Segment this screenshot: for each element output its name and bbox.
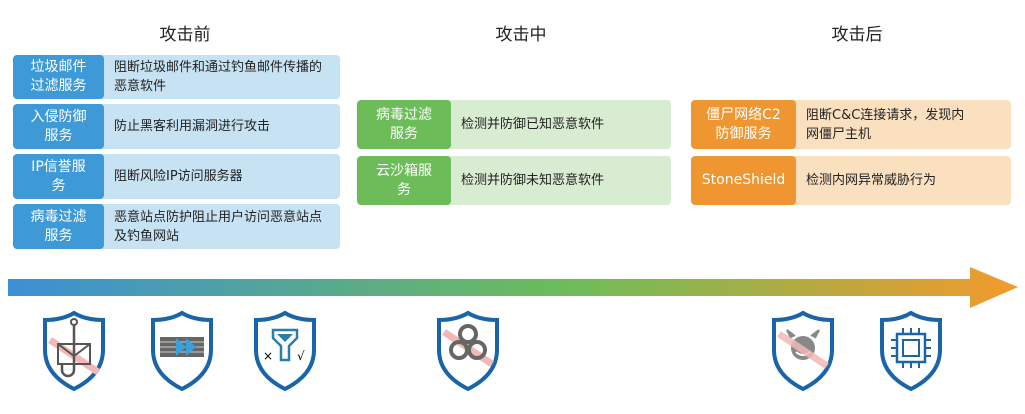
service-row: IP信誉服务阻断风险IP访问服务器 bbox=[13, 154, 340, 199]
service-row: 云沙箱服务检测并防御未知恶意软件 bbox=[357, 156, 671, 205]
service-label: 入侵防御服务 bbox=[13, 104, 104, 149]
service-desc: 阻断风险IP访问服务器 bbox=[114, 169, 243, 184]
service-row: 病毒过滤服务恶意站点防护阻止用户访问恶意站点及钓鱼网站 bbox=[13, 204, 340, 249]
filter-x-mark: × bbox=[263, 349, 273, 363]
service-label: 垃圾邮件过滤服务 bbox=[13, 55, 104, 99]
service-label: 云沙箱服务 bbox=[357, 156, 451, 205]
service-desc: 阻断垃圾邮件和通过钓鱼邮件传播的恶意软件 bbox=[114, 60, 323, 94]
timeline-arrow bbox=[8, 267, 1018, 308]
service-row: StoneShield 检测内网异常威胁行为 bbox=[691, 156, 1011, 205]
service-desc: 恶意站点防护阻止用户访问恶意站点及钓鱼网站 bbox=[114, 209, 323, 244]
service-row: 病毒过滤服务检测并防御已知恶意软件 bbox=[357, 100, 671, 149]
phase-title-during: 攻击中 bbox=[495, 25, 547, 45]
service-row: 僵尸网络C2防御服务阻断C&C连接请求，发现内网僵尸主机 bbox=[691, 100, 1011, 149]
service-label: 病毒过滤服务 bbox=[13, 204, 104, 249]
chip-icon bbox=[880, 310, 942, 392]
filter-check-mark: √ bbox=[297, 349, 305, 363]
service-label: IP信誉服务 bbox=[13, 154, 104, 199]
service-desc: 防止黑客利用漏洞进行攻击 bbox=[114, 119, 271, 134]
anti-bot-icon bbox=[772, 310, 834, 392]
service-desc: 检测并防御未知恶意软件 bbox=[461, 173, 605, 188]
filter-icon: ×√ bbox=[254, 310, 316, 392]
phase-title-before: 攻击前 bbox=[159, 25, 211, 45]
service-label: 病毒过滤服务 bbox=[357, 100, 451, 149]
service-desc: 检测内网异常威胁行为 bbox=[806, 173, 937, 188]
biohazard-icon bbox=[437, 310, 499, 392]
phase-title-after: 攻击后 bbox=[831, 25, 883, 45]
service-label: StoneShield bbox=[691, 156, 796, 205]
service-desc: 检测并防御已知恶意软件 bbox=[461, 117, 605, 132]
service-label: 僵尸网络C2防御服务 bbox=[691, 100, 796, 149]
service-row: 垃圾邮件过滤服务阻断垃圾邮件和通过钓鱼邮件传播的恶意软件 bbox=[13, 55, 340, 99]
firewall-icon bbox=[151, 310, 213, 392]
service-row: 入侵防御服务防止黑客利用漏洞进行攻击 bbox=[13, 104, 340, 149]
anti-phishing-icon bbox=[43, 310, 105, 392]
service-desc: 阻断C&C连接请求，发现内网僵尸主机 bbox=[806, 107, 965, 142]
